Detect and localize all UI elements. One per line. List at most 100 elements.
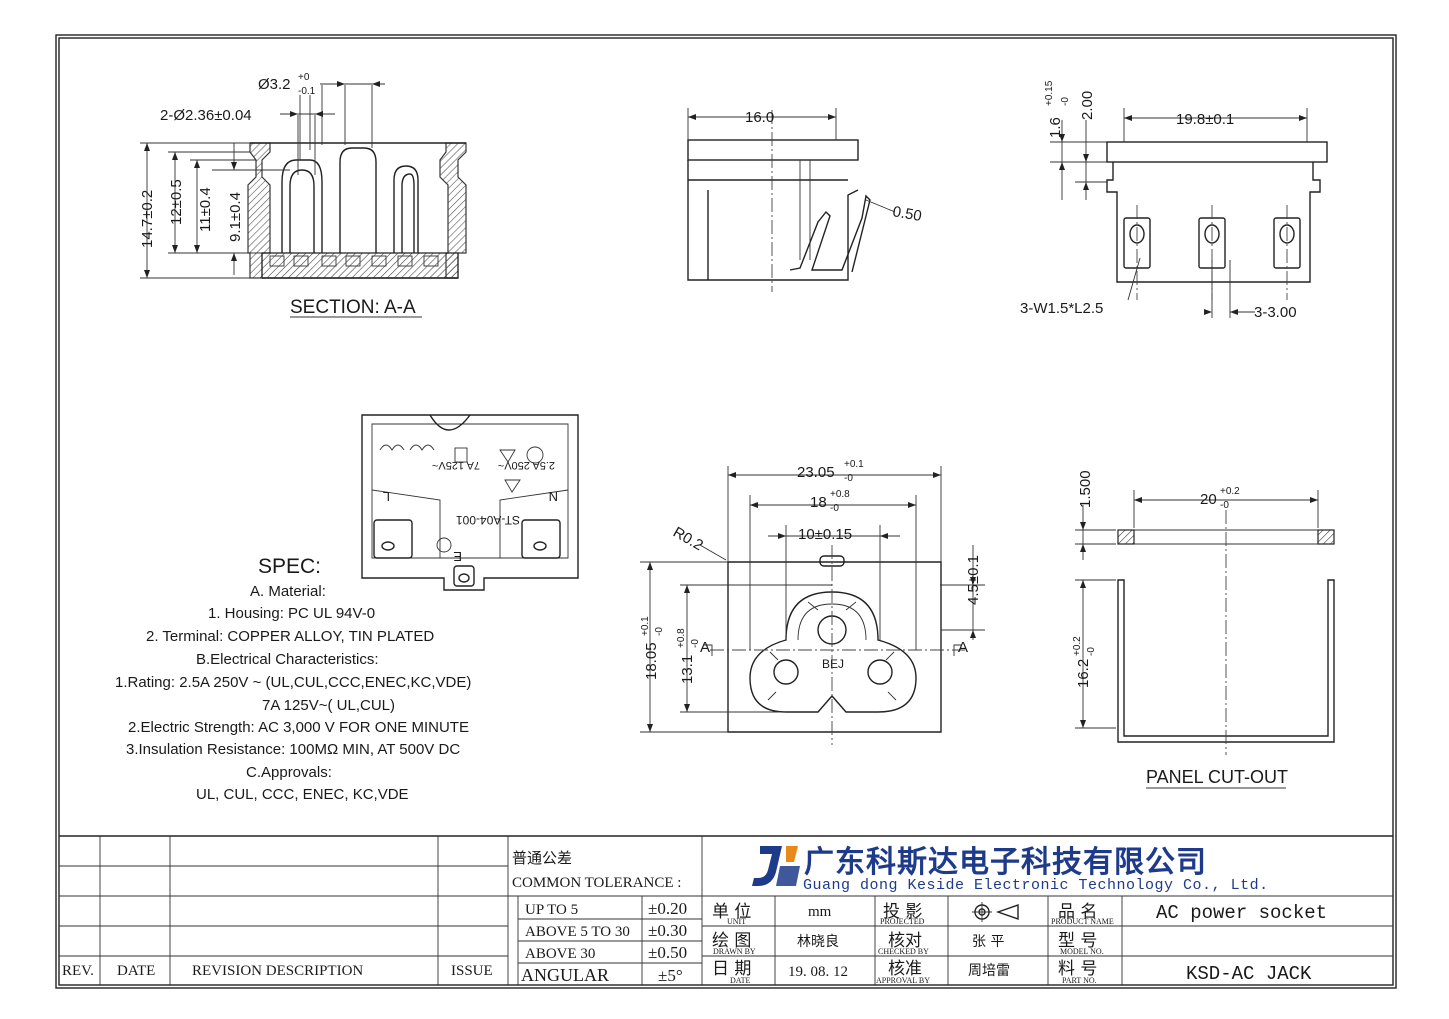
dim-hole-top: Ø3.2 bbox=[258, 76, 291, 93]
dim-pin: 0.50 bbox=[891, 203, 923, 225]
company-name-en: Guang dong Keside Electronic Technology … bbox=[803, 877, 1269, 894]
checked-en: CHECKED BY bbox=[878, 947, 929, 956]
dim-flange: 1.6 bbox=[1047, 117, 1064, 138]
spec-line-2: 1. Housing: PC UL 94V-0 bbox=[208, 605, 375, 622]
title-block: REV. DATE REVISION DESCRIPTION ISSUE 普通公… bbox=[59, 835, 1393, 985]
dim-front-w1: 23.05 bbox=[797, 464, 835, 481]
dim-cutout-width: 20 bbox=[1200, 491, 1217, 508]
dim-gap: 2.00 bbox=[1079, 91, 1096, 120]
dim-pitch: 3-3.00 bbox=[1254, 304, 1297, 321]
date-header: DATE bbox=[117, 963, 155, 979]
dim-flange-tol-up: +0.15 bbox=[1044, 80, 1055, 106]
dim-front-h2: 13.1 bbox=[679, 655, 696, 684]
dim-slot: 3-W1.5*L2.5 bbox=[1020, 300, 1103, 317]
tol-value-2: ±0.30 bbox=[648, 921, 687, 940]
spec-line-10: UL, CUL, CCC, ENEC, KC,VDE bbox=[196, 786, 409, 803]
approval-en: APPROVAL BY bbox=[876, 976, 930, 985]
spec-block: SPEC: A. Material: 1. Housing: PC UL 94V… bbox=[115, 555, 471, 803]
product-value: AC power socket bbox=[1156, 902, 1327, 924]
side-view: 16.0 0.50 bbox=[687, 108, 923, 292]
section-mark-right: A bbox=[958, 639, 968, 656]
dim-front-w2-tol-dn: -0 bbox=[830, 503, 839, 514]
dim-front-h1: 18.05 bbox=[643, 642, 660, 680]
checked-cn: 核对 bbox=[888, 931, 922, 951]
dim-hole-top-tol-dn: -0.1 bbox=[298, 86, 316, 97]
dim-height-14-7: 14.7±0.2 bbox=[139, 190, 156, 248]
panel-cutout-view: 20 +0.2 -0 1.500 16.2 +0.2 -0 PANEL CUT-… bbox=[1072, 470, 1335, 789]
back-marking-rating2: 7A 125V~ bbox=[432, 459, 480, 471]
dim-front-h1-tol-dn: -0 bbox=[654, 627, 665, 636]
tolerance-en: COMMON TOLERANCE : bbox=[512, 875, 681, 891]
sheet-border bbox=[55, 34, 1397, 989]
dim-front-h3: 4.5±0.1 bbox=[965, 555, 982, 605]
tol-value-1: ±0.20 bbox=[648, 899, 687, 918]
model-cn: 型 号 bbox=[1058, 931, 1097, 951]
dim-height-9-1: 9.1±0.4 bbox=[227, 192, 244, 242]
front-view: BEJ bbox=[640, 459, 985, 745]
dim-front-w3: 10±0.15 bbox=[798, 526, 852, 543]
dim-front-w1-tol-dn: -0 bbox=[844, 473, 853, 484]
dim-cutout-height: 16.2 bbox=[1075, 659, 1092, 688]
part-en: PART NO. bbox=[1062, 976, 1097, 985]
back-marking-e: E bbox=[453, 549, 462, 564]
front-logo-text: BEJ bbox=[822, 657, 844, 671]
drawn-cn: 绘 图 bbox=[712, 931, 751, 951]
part-cn: 料 号 bbox=[1058, 959, 1097, 979]
back-marking-n: N bbox=[549, 489, 558, 504]
tolerance-cn: 普通公差 bbox=[512, 849, 572, 867]
rev-header: REV. bbox=[62, 963, 94, 979]
approval-cn: 核准 bbox=[888, 959, 922, 979]
dim-top-width: 19.8±0.1 bbox=[1176, 111, 1234, 128]
dim-front-w2: 18 bbox=[810, 494, 827, 511]
back-view: 2.5A 250V~ 7A 125V~ ST-A04-001 N L E bbox=[361, 414, 579, 591]
unit-cn: 单 位 bbox=[712, 902, 751, 922]
checked-value: 张 平 bbox=[972, 934, 1004, 950]
approval-value: 周培雷 bbox=[968, 963, 1010, 979]
tol-value-3: ±0.50 bbox=[648, 943, 687, 962]
dim-front-h2-tol-dn: -0 bbox=[690, 639, 701, 648]
spec-line-1: A. Material: bbox=[250, 583, 326, 600]
unit-value: mm bbox=[808, 904, 832, 920]
spec-line-5: 1.Rating: 2.5A 250V ~ (UL,CUL,CCC,ENEC,K… bbox=[115, 674, 471, 691]
dim-front-w2-tol-up: +0.8 bbox=[830, 489, 850, 500]
desc-header: REVISION DESCRIPTION bbox=[192, 963, 363, 979]
spec-line-4: B.Electrical Characteristics: bbox=[196, 651, 379, 668]
tol-label-2: ABOVE 5 TO 30 bbox=[525, 924, 630, 940]
date-en: DATE bbox=[730, 976, 751, 985]
issue-header: ISSUE bbox=[451, 963, 493, 979]
tol-label-1: UP TO 5 bbox=[525, 902, 578, 918]
dim-cutout-thickness: 1.500 bbox=[1077, 470, 1094, 508]
projected-cn: 投 影 bbox=[883, 902, 922, 922]
dim-front-h1-tol-up: +0.1 bbox=[640, 616, 651, 636]
unit-en: UNIT bbox=[727, 917, 746, 926]
section-title: SECTION: A-A bbox=[290, 297, 416, 318]
tol-value-4: ±5° bbox=[658, 966, 683, 985]
tol-label-4: ANGULAR bbox=[521, 965, 609, 985]
section-view: Ø3.2 +0 -0.1 2-Ø2.36±0.04 14.7±0.2 12±0.… bbox=[139, 72, 467, 318]
back-marking-model: ST-A04-001 bbox=[456, 513, 520, 527]
dim-front-w1-tol-up: +0.1 bbox=[844, 459, 864, 470]
date-value: 19. 08. 12 bbox=[788, 964, 848, 980]
company-name-cn: 广东科斯达电子科技有限公司 bbox=[804, 845, 1207, 880]
spec-heading: SPEC: bbox=[258, 555, 321, 578]
back-marking-rating1: 2.5A 250V~ bbox=[498, 459, 555, 471]
spec-line-9: C.Approvals: bbox=[246, 764, 332, 781]
product-cn: 品 名 bbox=[1058, 902, 1097, 922]
top-view: 19.8±0.1 1.6 +0.15 -0 2.00 3-W1.5*L2.5 3… bbox=[1020, 80, 1328, 321]
dim-cutout-width-tol-up: +0.2 bbox=[1220, 486, 1240, 497]
product-en: PRODUCT NAME bbox=[1051, 917, 1114, 926]
model-en: MODEL NO. bbox=[1060, 947, 1104, 956]
dim-hole-top-tol-up: +0 bbox=[298, 72, 310, 83]
tol-label-3: ABOVE 30 bbox=[525, 946, 595, 962]
projection-symbol-icon bbox=[972, 902, 1019, 922]
dim-front-radius: R0.2 bbox=[670, 524, 706, 555]
date-cn: 日 期 bbox=[712, 959, 751, 979]
spec-line-8: 3.Insulation Resistance: 100MΩ MIN, AT 5… bbox=[126, 741, 460, 758]
drawn-value: 林晓良 bbox=[797, 934, 839, 950]
section-mark-left: A bbox=[700, 639, 710, 656]
dim-height-12: 12±0.5 bbox=[168, 179, 185, 225]
spec-line-6: 7A 125V~( UL,CUL) bbox=[262, 697, 395, 714]
spec-line-3: 2. Terminal: COPPER ALLOY, TIN PLATED bbox=[146, 628, 434, 645]
dim-front-h2-tol-up: +0.8 bbox=[676, 628, 687, 648]
